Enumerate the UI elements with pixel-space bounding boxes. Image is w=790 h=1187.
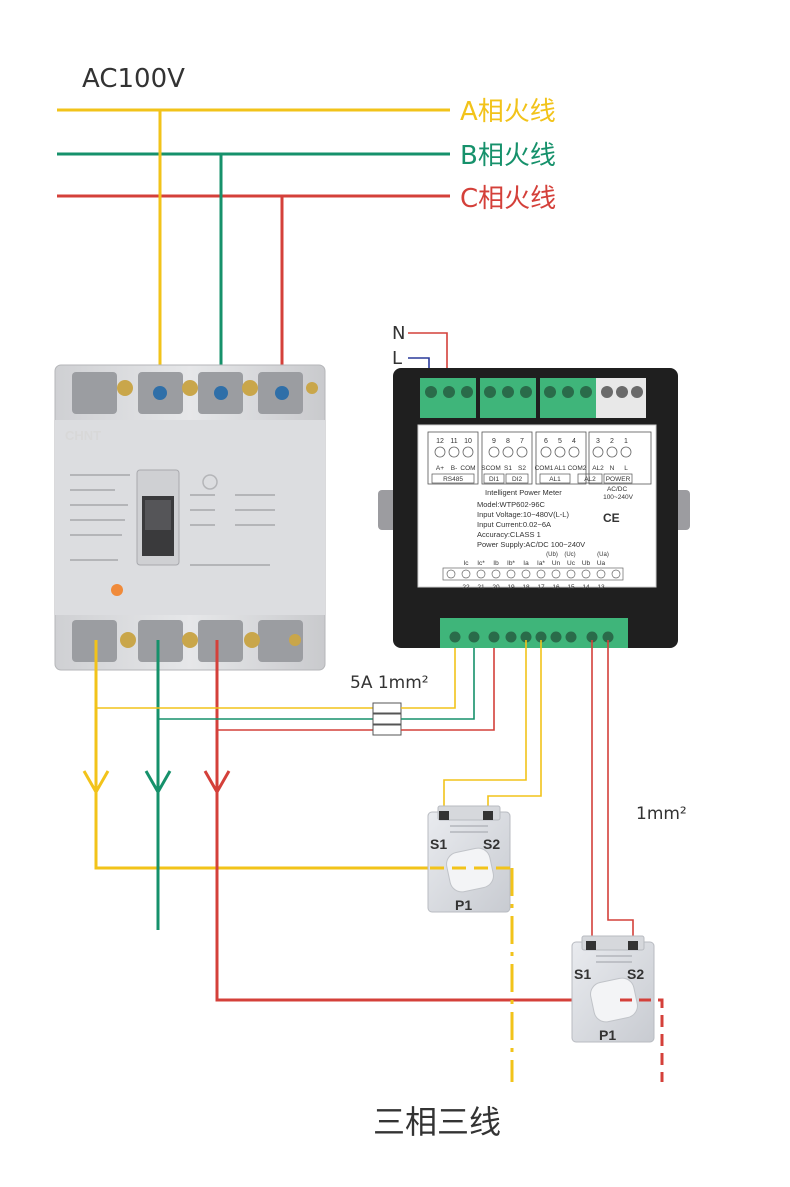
phase-c-label: C相火线	[460, 184, 556, 214]
terminal-2-number: 2	[610, 438, 614, 445]
ct-c-s2: S2	[627, 966, 644, 982]
terminal-10-number: 10	[464, 438, 472, 445]
meter-input-voltage: Input Voltage:10~480V(L-L)	[477, 510, 569, 519]
neutral-label: N	[392, 323, 405, 344]
num-19: 19	[507, 584, 515, 591]
num-22: 22	[462, 584, 470, 591]
group-al2: AL2	[584, 476, 596, 483]
label-uc-sub: (Uc)	[564, 552, 575, 558]
group-rs485: RS485	[443, 476, 463, 483]
num-18: 18	[522, 584, 530, 591]
label-uc: Uc	[567, 560, 576, 567]
terminal-al2: AL2	[592, 465, 604, 472]
ct-c-s1: S1	[574, 966, 591, 982]
supply-voltage-label: AC100V	[82, 64, 185, 94]
label-ua-sub: (Ua)	[597, 552, 609, 558]
label-ib-star: Ib*	[507, 560, 515, 567]
label-ia-star: Ia*	[537, 560, 545, 567]
wire-spec-label: 1mm²	[636, 804, 687, 824]
num-21: 21	[477, 584, 485, 591]
terminal-com: COM	[460, 465, 475, 472]
line-label: L	[392, 348, 402, 369]
meter-input-current: Input Current:0.02~6A	[477, 520, 551, 529]
terminal-5-number: 5	[558, 438, 562, 445]
num-16: 16	[552, 584, 560, 591]
group-di2: DI2	[512, 476, 523, 483]
ct-c-p1: P1	[599, 1027, 616, 1043]
ct1-s2-lead	[487, 640, 542, 815]
label-ib: Ib	[493, 560, 499, 567]
terminal-al1: AL1	[554, 465, 566, 472]
terminal-a-plus: A+	[436, 465, 444, 472]
phase-c-output	[215, 640, 620, 1002]
indicator-icon	[111, 584, 123, 596]
circuit-breaker: CHNT	[54, 364, 326, 671]
terminal-11-number: 11	[450, 438, 457, 445]
ct-a-p1: P1	[455, 897, 472, 913]
current-transformer-c: S1 S2 P1	[571, 935, 655, 1043]
terminal-l: L	[624, 465, 628, 472]
meter-accuracy: Accuracy:CLASS 1	[477, 530, 541, 539]
terminal-6-number: 6	[544, 438, 548, 445]
terminal-b-minus: B-	[451, 465, 458, 472]
breaker-brand: CHNT	[65, 428, 101, 443]
ct1-s1-lead	[443, 640, 527, 815]
terminal-1-number: 1	[624, 438, 628, 445]
label-ub-sub: (Ub)	[546, 552, 558, 558]
ct-a-s1: S1	[430, 836, 447, 852]
fuse-group	[372, 702, 402, 736]
phase-a-arrow-icon	[82, 770, 110, 796]
terminal-7-number: 7	[520, 438, 524, 445]
label-ic: Ic	[463, 560, 469, 567]
group-power: POWER	[606, 476, 631, 483]
phase-b-arrow-icon	[144, 770, 172, 796]
num-14: 14	[582, 584, 590, 591]
current-transformer-a: S1 S2 P1	[427, 805, 511, 913]
label-ua: Ua	[597, 560, 606, 567]
meter-power-supply: Power Supply:AC/DC 100~240V	[477, 540, 585, 549]
terminal-8-number: 8	[506, 438, 510, 445]
terminal-scom: SCOM	[481, 465, 501, 472]
label-ub: Ub	[582, 560, 591, 567]
group-di1: DI1	[489, 476, 500, 483]
ct2-s2-lead	[607, 640, 634, 945]
power-meter: 12 11 10 9 8 7 6 5 4 3 2 1 A+ B- COM SCO…	[378, 368, 690, 648]
phase-c-through-ct	[620, 998, 664, 1082]
terminal-4-number: 4	[572, 438, 576, 445]
label-ia: Ia	[523, 560, 529, 567]
terminal-9-number: 9	[492, 438, 496, 445]
terminal-12-number: 12	[436, 438, 444, 445]
power-note: AC/DC 100~240V	[603, 486, 633, 501]
terminal-s1: S1	[504, 465, 512, 472]
phase-b-label: B相火线	[460, 141, 556, 171]
terminal-3-number: 3	[596, 438, 600, 445]
num-13: 13	[597, 584, 605, 591]
num-20: 20	[492, 584, 500, 591]
terminal-n: N	[610, 465, 615, 472]
meter-model: Model:WTP602-96C	[477, 500, 546, 509]
label-un: Un	[552, 560, 561, 567]
label-ic-star: Ic*	[477, 560, 485, 567]
phase-c-arrow-icon	[203, 770, 231, 796]
fuse-spec-label: 5A 1mm²	[350, 673, 429, 693]
phase-a-output	[94, 640, 480, 870]
ct-a-s2: S2	[483, 836, 500, 852]
terminal-s2: S2	[518, 465, 526, 472]
meter-title: Intelligent Power Meter	[485, 488, 562, 497]
terminal-com2: COM2	[568, 465, 587, 472]
num-15: 15	[567, 584, 575, 591]
diagram-caption: 三相三线	[373, 1103, 501, 1141]
phase-a-label: A相火线	[460, 97, 556, 127]
ce-mark: CE	[603, 511, 620, 525]
terminal-com1: COM1	[535, 465, 554, 472]
num-17: 17	[537, 584, 545, 591]
group-al1: AL1	[549, 476, 561, 483]
